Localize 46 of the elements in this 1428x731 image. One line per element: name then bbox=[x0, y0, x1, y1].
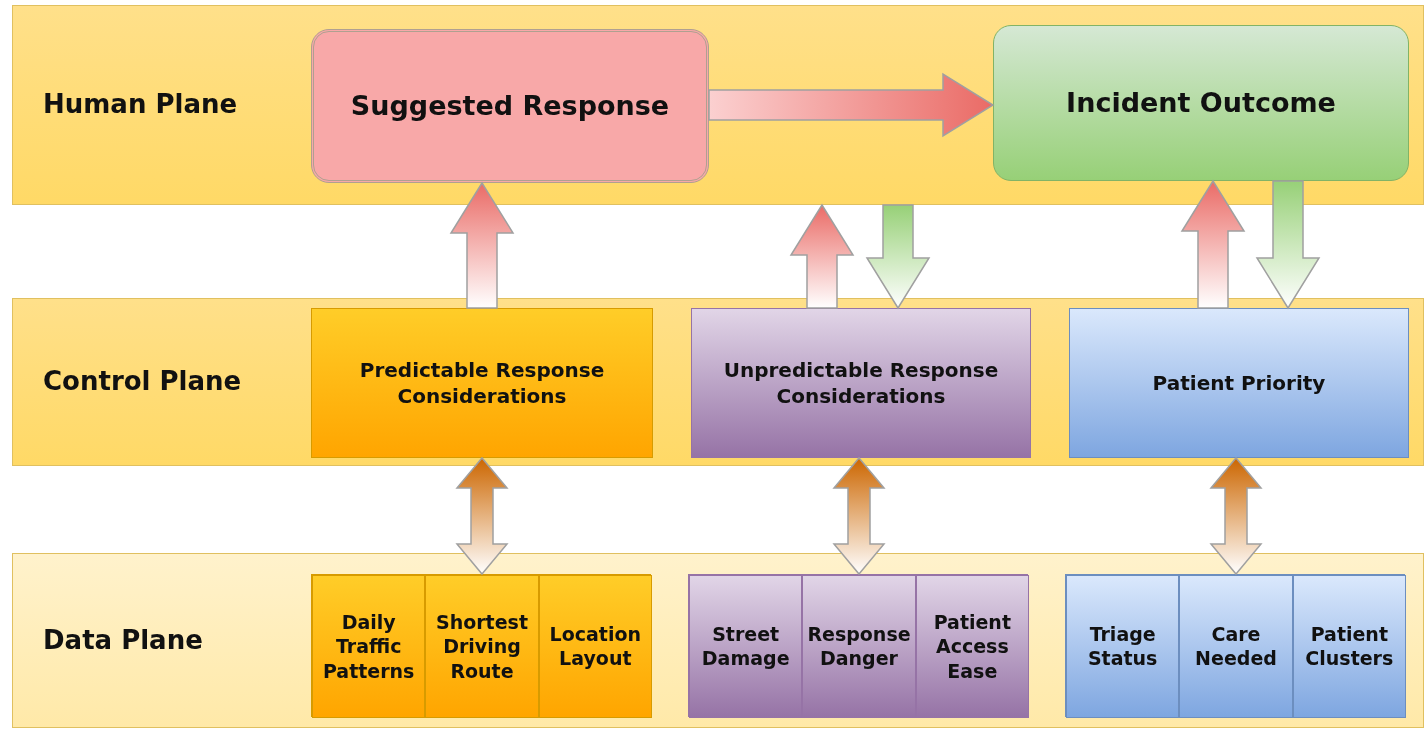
data-cell bbox=[312, 575, 426, 718]
plane-band bbox=[12, 298, 1424, 466]
box-label: Predictable Response Considerations bbox=[358, 357, 606, 409]
block-arrow bbox=[865, 204, 931, 310]
double-arrow bbox=[1209, 456, 1263, 576]
block-arrow bbox=[789, 203, 855, 309]
consideration-box bbox=[1069, 308, 1409, 458]
consideration-box bbox=[691, 308, 1031, 458]
box-label: Patient Clusters bbox=[1304, 621, 1395, 672]
plane-band bbox=[12, 553, 1424, 728]
double-arrow bbox=[455, 456, 509, 576]
data-cell bbox=[689, 575, 803, 718]
data-cell bbox=[802, 575, 916, 718]
data-group bbox=[1065, 574, 1405, 717]
box-label: Suggested Response bbox=[349, 89, 671, 124]
data-cell bbox=[915, 575, 1029, 718]
consideration-box bbox=[311, 308, 653, 458]
box-label: Response Danger bbox=[806, 621, 912, 672]
box-label: Triage Status bbox=[1086, 621, 1159, 672]
data-group bbox=[311, 574, 651, 717]
box-label: Location Layout bbox=[548, 621, 643, 672]
box-label: Shortest Driving Route bbox=[435, 609, 529, 684]
box-label: Daily Traffic Patterns bbox=[321, 609, 416, 684]
response-box bbox=[311, 29, 709, 183]
box-label: Street Damage bbox=[700, 621, 791, 672]
plane-label: Data Plane bbox=[42, 623, 204, 657]
block-arrow bbox=[1255, 180, 1321, 310]
block-arrow bbox=[1180, 179, 1246, 309]
plane-label: Human Plane bbox=[42, 88, 239, 122]
data-group bbox=[688, 574, 1028, 717]
plane-label: Control Plane bbox=[42, 365, 243, 399]
data-cell bbox=[538, 575, 652, 718]
block-arrow bbox=[449, 181, 515, 309]
double-arrow bbox=[832, 456, 886, 576]
data-cell bbox=[1179, 575, 1293, 718]
data-cell bbox=[1292, 575, 1406, 718]
outcome-box bbox=[993, 25, 1409, 181]
data-cell bbox=[425, 575, 539, 718]
block-arrow bbox=[708, 72, 995, 138]
box-label: Unpredictable Response Considerations bbox=[722, 357, 1000, 409]
box-label: Care Needed bbox=[1194, 621, 1278, 672]
box-label: Patient Access Ease bbox=[932, 609, 1012, 684]
data-cell bbox=[1066, 575, 1180, 718]
box-label: Patient Priority bbox=[1151, 370, 1327, 396]
box-label: Incident Outcome bbox=[1065, 86, 1337, 121]
plane-band bbox=[12, 5, 1424, 205]
